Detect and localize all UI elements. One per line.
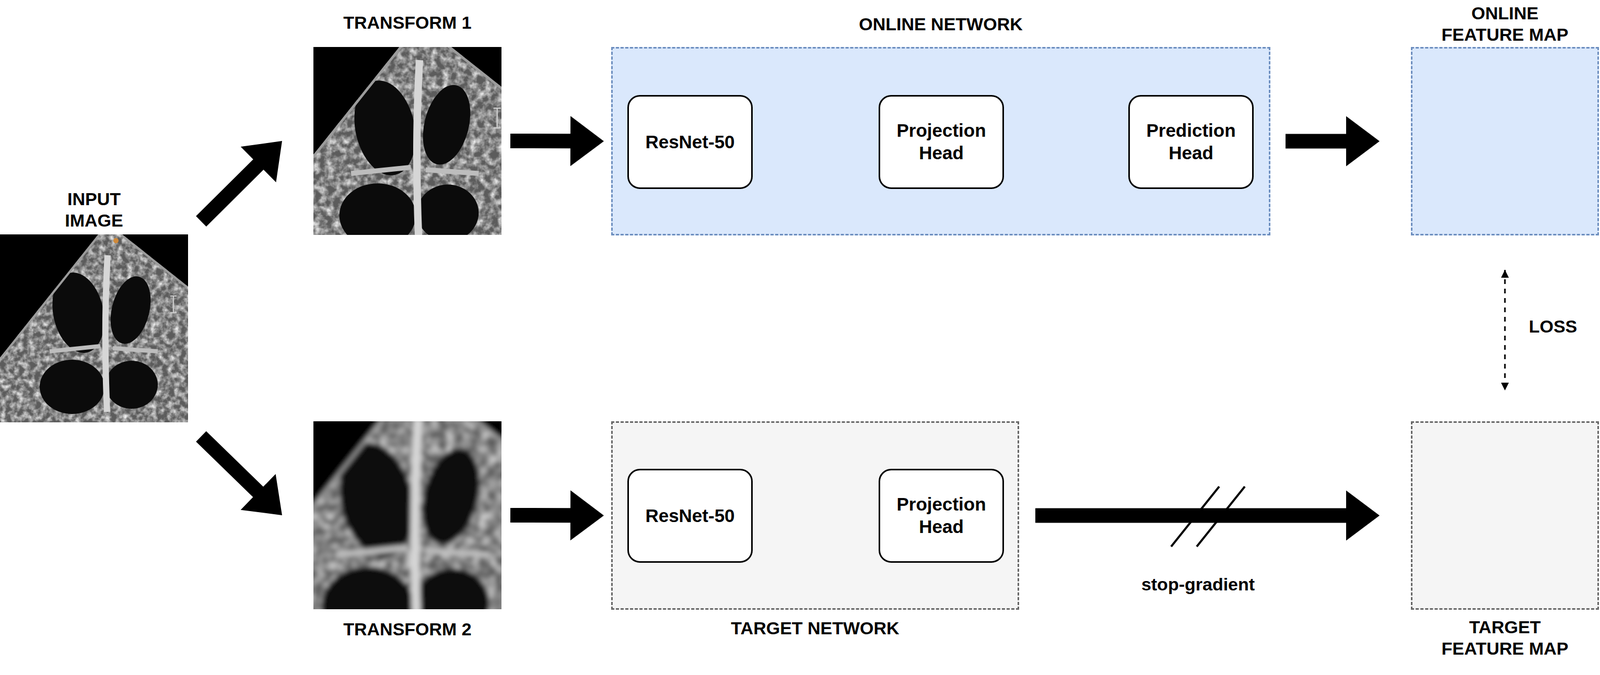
box-label: Projection Head [889,493,994,539]
echo-image [0,234,189,423]
echo-image [313,47,502,236]
image-frame: INPUT IMAGE [0,234,189,423]
echo-image [313,421,502,610]
heading-label: INPUT IMAGE [44,188,144,232]
layer-box: ResNet-50 [627,469,753,564]
box-label: ResNet-50 [645,505,735,528]
block-arrow [510,490,604,541]
box-label: ResNet-50 [645,131,735,154]
heading-label: TARGET FEATURE MAP [1434,616,1576,660]
transform-echo-image [313,421,502,610]
image-frame: TRANSFORM 2 [313,421,502,610]
layer-box: Prediction Head [1128,95,1254,190]
loss-connector [1504,270,1506,391]
edge-label: LOSS [1526,315,1580,337]
block-arrow [510,115,604,167]
network-group: ResNet-50Projection HeadTARGET NETWORK [611,421,1020,611]
slash-mark [1171,486,1220,547]
box-label: Projection Head [889,119,994,165]
blurred-echo [313,421,502,610]
layer-box: Projection Head [878,469,1004,564]
box-label: Prediction Head [1138,119,1244,165]
heading-label: TRANSFORM 1 [343,12,472,34]
block-arrow [195,141,283,227]
heading-label: ONLINE NETWORK [858,13,1023,35]
edge-label: stop-gradient [1139,573,1257,595]
block-arrow [195,431,283,516]
image-frame: TRANSFORM 1 [313,47,502,236]
feature-map-panel: TARGET FEATURE MAP [1410,421,1599,611]
transform-echo-image [313,47,502,236]
heading-label: TARGET NETWORK [730,617,899,640]
input-echo-image [0,234,189,423]
layer-box: Projection Head [878,95,1004,190]
feature-map-panel: ONLINE FEATURE MAP [1410,47,1599,236]
slash-mark [1196,486,1245,547]
network-group: ResNet-50Projection HeadPrediction HeadO… [611,47,1271,236]
heading-label: ONLINE FEATURE MAP [1434,2,1576,46]
layer-box: ResNet-50 [627,95,753,190]
block-arrow [1285,116,1380,167]
stop-gradient-slashes [1171,486,1245,547]
heading-label: TRANSFORM 2 [343,619,472,641]
